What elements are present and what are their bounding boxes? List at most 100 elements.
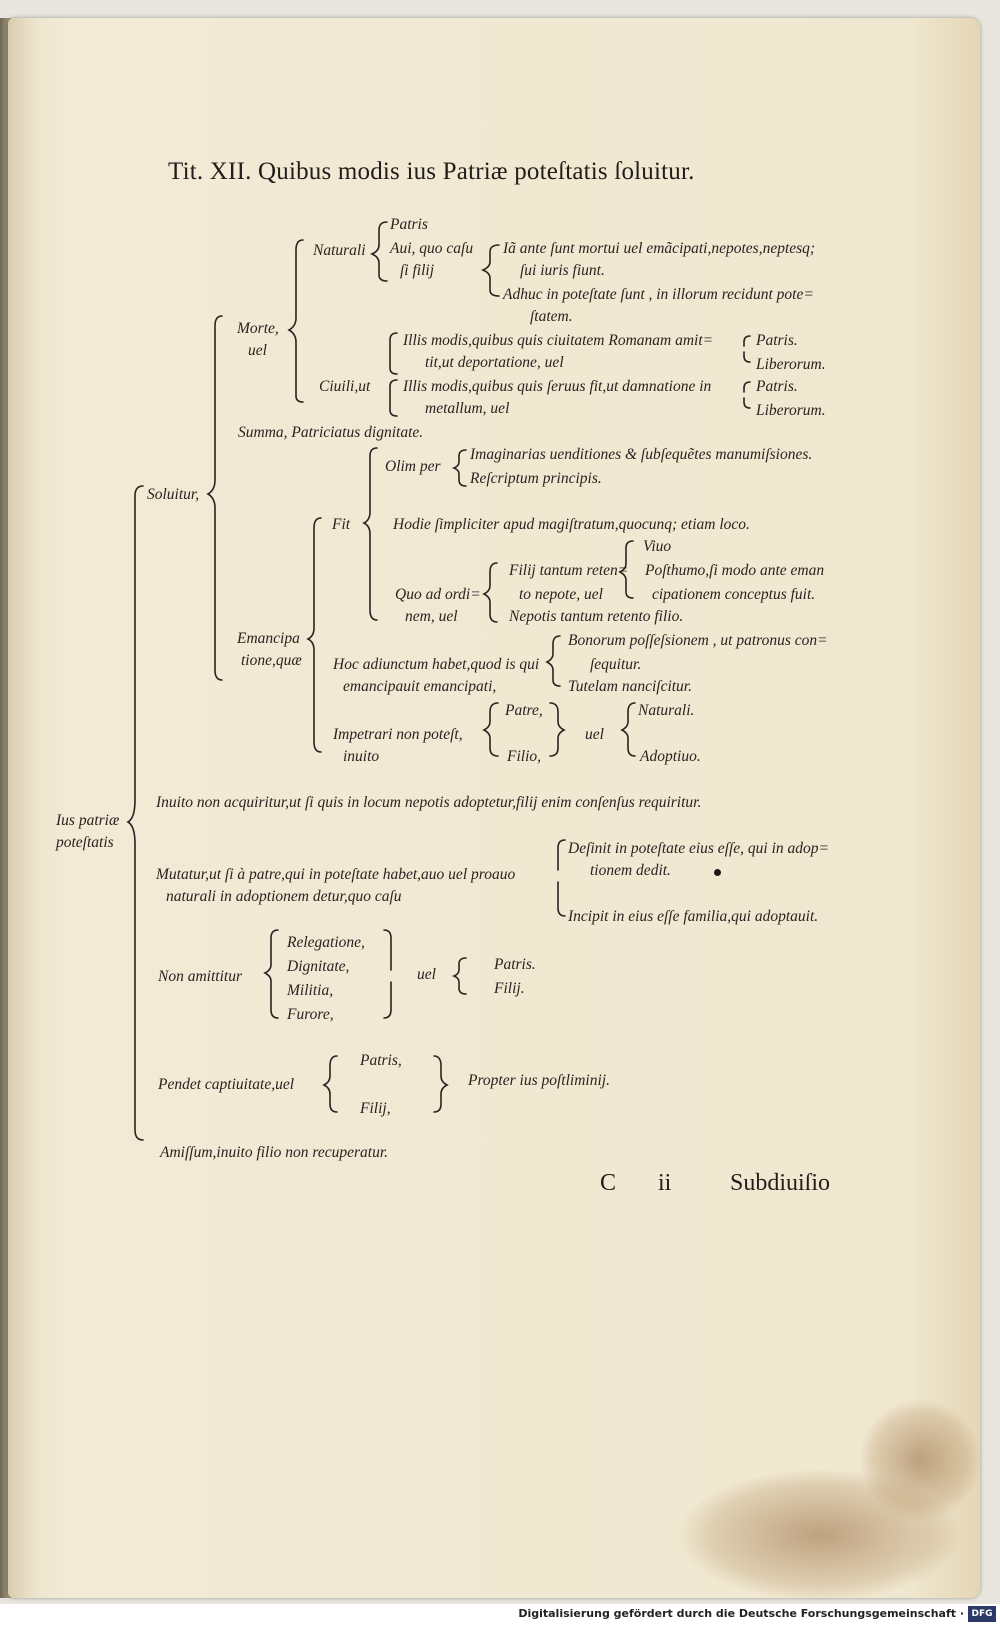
hoc: Hoc adiunctum habet,quod is qui bbox=[333, 656, 540, 673]
nepotis: Nepotis tantum retento filio. bbox=[509, 608, 684, 625]
brace-mutatur bbox=[557, 839, 566, 871]
brace-naturali bbox=[369, 221, 388, 282]
footer-bar: Digitalisierung gefördert durch die Deut… bbox=[0, 1604, 1000, 1626]
naturali-in: naturali in adoptionem detur,quo caſu bbox=[166, 888, 402, 905]
propter: Propter ius poſtliminij. bbox=[468, 1072, 610, 1089]
furore: Furore, bbox=[287, 1006, 334, 1023]
summa: Summa, Patriciatus dignitate. bbox=[238, 424, 424, 441]
illis-2: Illis modis,quibus quis ſeruus fit,ut da… bbox=[403, 378, 712, 395]
brace-non-l bbox=[263, 929, 279, 1019]
brace-pendet-l bbox=[322, 1055, 338, 1113]
stain-2 bbox=[860, 1400, 980, 1520]
sui-iuris: ſui iuris fiunt. bbox=[520, 262, 605, 279]
brace-liberorum-b bbox=[743, 397, 751, 409]
book-page bbox=[8, 18, 980, 1598]
filio: Filio, bbox=[507, 748, 542, 765]
pendet: Pendet captiuitate,uel bbox=[158, 1076, 295, 1093]
cipationem: cipationem conceptus fuit. bbox=[652, 586, 816, 603]
soluitur-label: Soluitur, bbox=[147, 486, 200, 503]
inuito-non: Inuito non acquiritur,ut ſi quis in locu… bbox=[156, 794, 702, 811]
posthumo: Poſthumo,ſi modo ante eman bbox=[645, 562, 825, 579]
sequitur: ſequitur. bbox=[590, 656, 642, 673]
to-nepote: to nepote, uel bbox=[519, 586, 603, 603]
dfg-logo: DFG bbox=[968, 1606, 996, 1622]
patris-2: Patris. bbox=[494, 956, 536, 973]
patris-label: Patris bbox=[390, 216, 428, 233]
dignitate: Dignitate, bbox=[287, 958, 350, 975]
tutelam: Tutelam nanciſcitur. bbox=[568, 678, 692, 695]
tionem: tionem dedit. bbox=[590, 862, 671, 879]
patris-a: Patris. bbox=[756, 332, 798, 349]
desinit: Deſinit in poteſtate eius eſſe, qui in a… bbox=[568, 840, 830, 857]
hodie: Hodie ſimpliciter apud magiſtratum,quocu… bbox=[393, 516, 750, 533]
brace-quo-ad bbox=[482, 562, 498, 623]
militia: Militia, bbox=[287, 982, 334, 999]
ciuili-label: Ciuili,ut bbox=[319, 378, 371, 395]
incipit: Incipit in eius eſſe familia,qui adoptau… bbox=[568, 908, 819, 925]
brace-aui bbox=[480, 244, 500, 297]
tione-label: tione,quæ bbox=[241, 652, 302, 669]
brace-olim bbox=[451, 449, 467, 487]
illis-1: Illis modis,quibus quis ciuitatem Romana… bbox=[403, 332, 714, 349]
brace-liberorum-a bbox=[743, 351, 751, 363]
root-label-2: poteſtatis bbox=[56, 834, 114, 851]
brace-filij-tantum bbox=[618, 540, 634, 599]
impetrari: Impetrari non poteſt, bbox=[333, 726, 463, 743]
naturali-label: Naturali bbox=[313, 242, 366, 259]
rescriptum: Reſcriptum principis. bbox=[470, 470, 602, 487]
olim-label: Olim per bbox=[385, 458, 441, 475]
brace-uel2 bbox=[451, 957, 467, 995]
emancipauit: emancipauit emancipati, bbox=[343, 678, 497, 695]
signature-ii: ii bbox=[658, 1170, 672, 1196]
adoptiuo: Adoptiuo. bbox=[640, 748, 701, 765]
brace-fit bbox=[362, 447, 378, 621]
brace-hoc bbox=[545, 635, 561, 687]
tit: tit,ut deportatione, uel bbox=[425, 354, 564, 371]
quo-ad: Quo ad ordi= bbox=[395, 586, 481, 603]
uel-mid: uel bbox=[585, 726, 604, 743]
brace-soluitur bbox=[206, 315, 223, 681]
non-amittitur: Non amittitur bbox=[158, 968, 242, 985]
ink-dot bbox=[714, 869, 721, 876]
metallum: metallum, uel bbox=[425, 400, 510, 417]
imaginarias: Imaginarias uenditiones & ſubſequẽtes ma… bbox=[470, 446, 813, 463]
si-filij-label: ſi filij bbox=[400, 262, 435, 279]
footer-text: Digitalisierung gefördert durch die Deut… bbox=[518, 1607, 964, 1620]
bonorum: Bonorum poſſeſsionem , ut patronus con= bbox=[568, 632, 828, 649]
filij-2: Filij. bbox=[494, 980, 525, 997]
filij-tantum: Filij tantum reten= bbox=[509, 562, 629, 579]
brace-non-r2 bbox=[383, 981, 392, 1019]
brace-ciuili2 bbox=[389, 379, 398, 417]
brace-root bbox=[126, 485, 144, 1141]
mutatur: Mutatur,ut ſi à patre,qui in poteſtate h… bbox=[156, 866, 516, 883]
naturali-2: Naturali. bbox=[638, 702, 695, 719]
uiuo: Viuo bbox=[643, 538, 672, 555]
brace-non-r bbox=[383, 929, 392, 971]
adhuc: Adhuc in poteſtate ſunt , in illorum rec… bbox=[503, 286, 814, 303]
brace-morte bbox=[287, 239, 304, 403]
root-label: Ius patriæ bbox=[56, 812, 120, 829]
liberorum-a: Liberorum. bbox=[756, 356, 826, 373]
page-title: Tit. XII. Quibus modis ius Patriæ poteſt… bbox=[168, 158, 695, 185]
liberorum-b: Liberorum. bbox=[756, 402, 826, 419]
brace-mutatur-b bbox=[557, 881, 566, 917]
brace-impetrari-l bbox=[482, 702, 499, 757]
inuito: inuito bbox=[343, 748, 380, 765]
statem: ſtatem. bbox=[530, 308, 573, 325]
brace-ciuili1 bbox=[389, 332, 398, 375]
iam-ante: Iã ante ſunt mortui uel emãcipati,nepote… bbox=[503, 240, 816, 257]
brace-impetrari-r bbox=[549, 702, 566, 757]
patris-3: Patris, bbox=[360, 1052, 402, 1069]
uel-2: uel bbox=[417, 966, 436, 983]
brace-naturali2 bbox=[620, 702, 636, 757]
fit-label: Fit bbox=[332, 516, 351, 533]
signature-c: C bbox=[600, 1170, 617, 1196]
brace-emancipa bbox=[306, 517, 322, 753]
morte-uel: uel bbox=[248, 342, 267, 359]
patre: Patre, bbox=[505, 702, 543, 719]
relegatione: Relegatione, bbox=[287, 934, 365, 951]
brace-patris-a bbox=[743, 335, 751, 347]
brace-pendet-r bbox=[433, 1055, 449, 1113]
patris-b: Patris. bbox=[756, 378, 798, 395]
